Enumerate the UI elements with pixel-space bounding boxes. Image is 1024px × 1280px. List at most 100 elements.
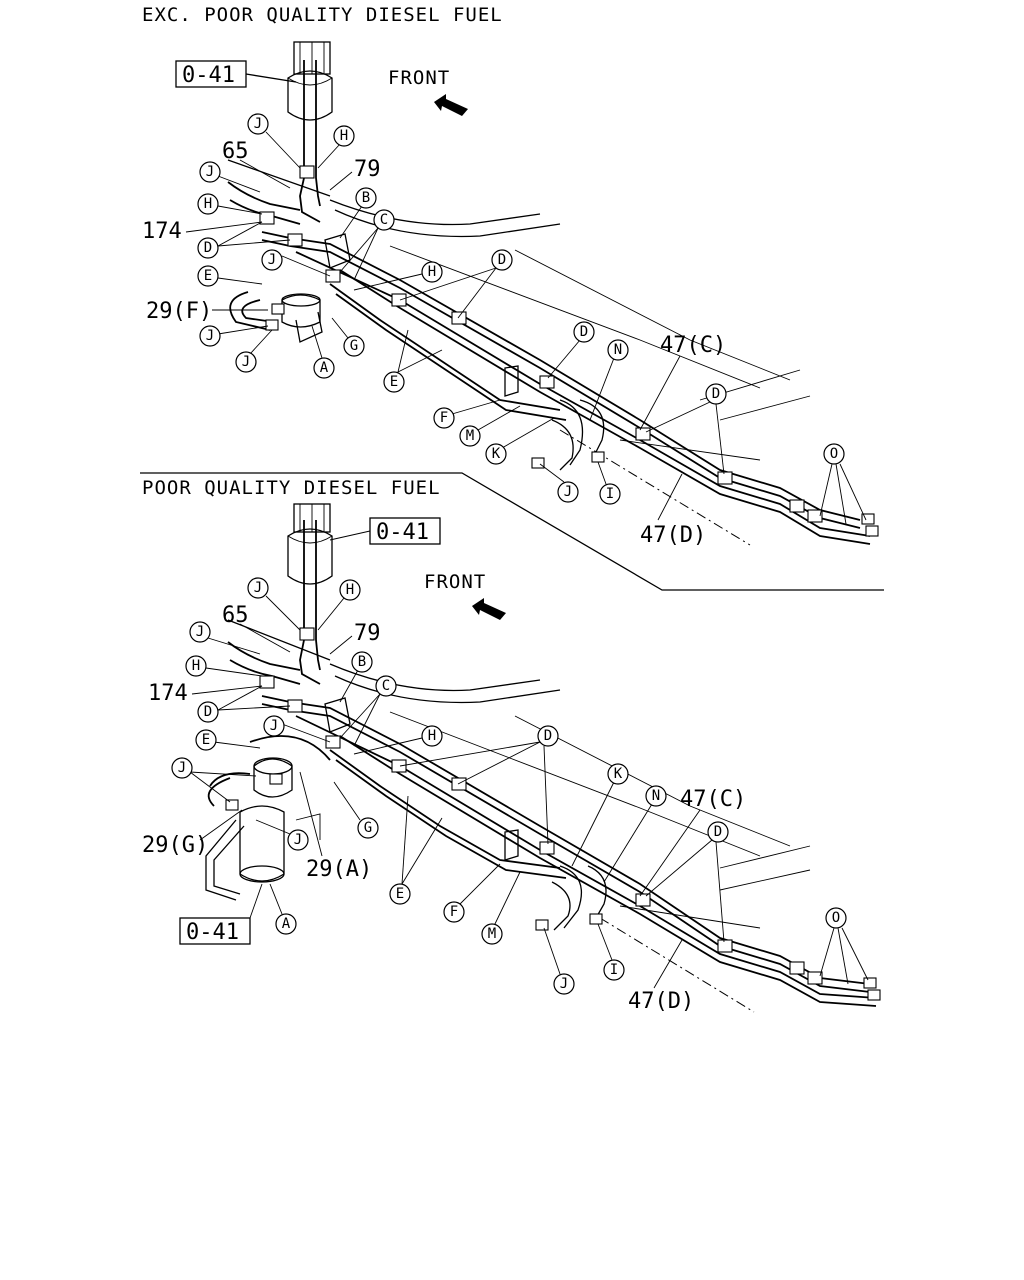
- svg-text:E: E: [204, 268, 212, 284]
- callout-a: A: [269, 883, 297, 935]
- callout-h: H: [185, 655, 263, 677]
- svg-text:F: F: [440, 410, 448, 426]
- part-29g: 29(G): [142, 833, 208, 858]
- callout-j: J: [199, 325, 269, 347]
- part-47c: 47(C): [680, 787, 746, 812]
- svg-text:J: J: [178, 760, 186, 776]
- callout-o: O: [819, 443, 867, 525]
- callout-d: D: [197, 221, 291, 259]
- callout-k: K: [485, 417, 555, 465]
- callouts: J H J H D J E J J A G B C H D D N D E F …: [197, 113, 867, 525]
- svg-text:B: B: [358, 654, 366, 670]
- fuel-filter-upper: [287, 503, 333, 585]
- svg-text:J: J: [294, 832, 302, 848]
- callout-j: J: [171, 757, 257, 803]
- svg-text:O: O: [832, 910, 840, 926]
- svg-text:J: J: [270, 718, 278, 734]
- callout-j: J: [199, 161, 261, 193]
- svg-text:H: H: [428, 264, 436, 280]
- callouts: J H J H D J E J J B C H D K N D G E F M …: [171, 577, 869, 995]
- section-poor-quality: POOR QUALITY DIESEL FUEL 0-41 FRONT: [142, 477, 881, 1014]
- part-65: 65: [222, 139, 249, 164]
- callout-o: O: [819, 907, 869, 985]
- pipe-clamps: [259, 165, 879, 537]
- callout-g: G: [333, 781, 379, 839]
- part-79: 79: [354, 621, 381, 646]
- callout-d: D: [399, 249, 513, 319]
- part-47d: 47(D): [640, 523, 706, 548]
- callout-e: E: [383, 329, 443, 393]
- ref-box-label-lower: 0-41: [186, 920, 239, 945]
- part-29f: 29(F): [146, 299, 212, 324]
- callout-k: K: [571, 763, 629, 867]
- svg-text:D: D: [498, 252, 506, 268]
- svg-text:J: J: [560, 976, 568, 992]
- svg-text:E: E: [202, 732, 210, 748]
- part-65: 65: [222, 603, 249, 628]
- callout-j: J: [543, 927, 575, 995]
- callout-n: N: [589, 339, 629, 421]
- svg-text:C: C: [382, 678, 390, 694]
- section-heading: POOR QUALITY DIESEL FUEL: [142, 477, 441, 499]
- svg-text:H: H: [428, 728, 436, 744]
- callout-b: B: [339, 187, 377, 239]
- callout-j: J: [247, 577, 301, 631]
- ref-box-label: 0-41: [182, 63, 235, 88]
- svg-text:H: H: [340, 128, 348, 144]
- svg-text:N: N: [652, 788, 660, 804]
- callout-d: D: [645, 821, 729, 943]
- svg-text:G: G: [364, 820, 372, 836]
- section-heading: EXC. POOR QUALITY DIESEL FUEL: [142, 4, 503, 26]
- svg-text:J: J: [254, 580, 262, 596]
- svg-text:J: J: [206, 328, 214, 344]
- svg-text:N: N: [614, 342, 622, 358]
- svg-text:I: I: [606, 486, 614, 502]
- svg-text:J: J: [268, 252, 276, 268]
- callout-m: M: [481, 871, 521, 945]
- svg-text:B: B: [362, 190, 370, 206]
- callout-a: A: [311, 325, 335, 379]
- svg-text:A: A: [320, 360, 329, 376]
- part-79: 79: [354, 157, 381, 182]
- callout-f: F: [433, 399, 501, 429]
- svg-text:E: E: [396, 886, 404, 902]
- part-174: 174: [148, 681, 188, 706]
- callout-h: H: [317, 579, 361, 631]
- svg-text:F: F: [450, 904, 458, 920]
- svg-text:H: H: [192, 658, 200, 674]
- callout-i: I: [597, 923, 625, 981]
- svg-text:E: E: [390, 374, 398, 390]
- callout-h: H: [353, 725, 443, 755]
- callout-c: C: [339, 675, 397, 747]
- svg-text:O: O: [830, 446, 838, 462]
- callout-g: G: [331, 317, 365, 357]
- callout-c: C: [339, 209, 395, 281]
- pipe-clamps: [225, 627, 881, 1001]
- front-arrow-icon: [472, 598, 506, 620]
- callout-m: M: [459, 405, 521, 447]
- svg-text:D: D: [580, 324, 588, 340]
- callout-e: E: [197, 265, 263, 287]
- section-divider: [140, 472, 884, 591]
- ref-box-label: 0-41: [376, 520, 429, 545]
- svg-text:J: J: [196, 624, 204, 640]
- callout-j: J: [263, 715, 331, 743]
- svg-text:H: H: [346, 582, 354, 598]
- callout-h: H: [353, 261, 443, 291]
- svg-text:A: A: [282, 916, 291, 932]
- part-29a: 29(A): [306, 857, 372, 882]
- svg-text:J: J: [206, 164, 214, 180]
- callout-j: J: [539, 463, 579, 503]
- svg-text:J: J: [254, 116, 262, 132]
- callout-f: F: [443, 863, 501, 923]
- callout-j: J: [189, 621, 261, 655]
- svg-text:D: D: [204, 704, 212, 720]
- callout-j: J: [235, 329, 273, 373]
- svg-text:D: D: [714, 824, 722, 840]
- callout-d: D: [547, 321, 595, 379]
- callout-j: J: [247, 113, 301, 169]
- front-arrow-icon: [434, 94, 468, 116]
- svg-text:M: M: [488, 926, 496, 942]
- section-exc-poor-quality: EXC. POOR QUALITY DIESEL FUEL 0-41 FRONT: [142, 4, 879, 548]
